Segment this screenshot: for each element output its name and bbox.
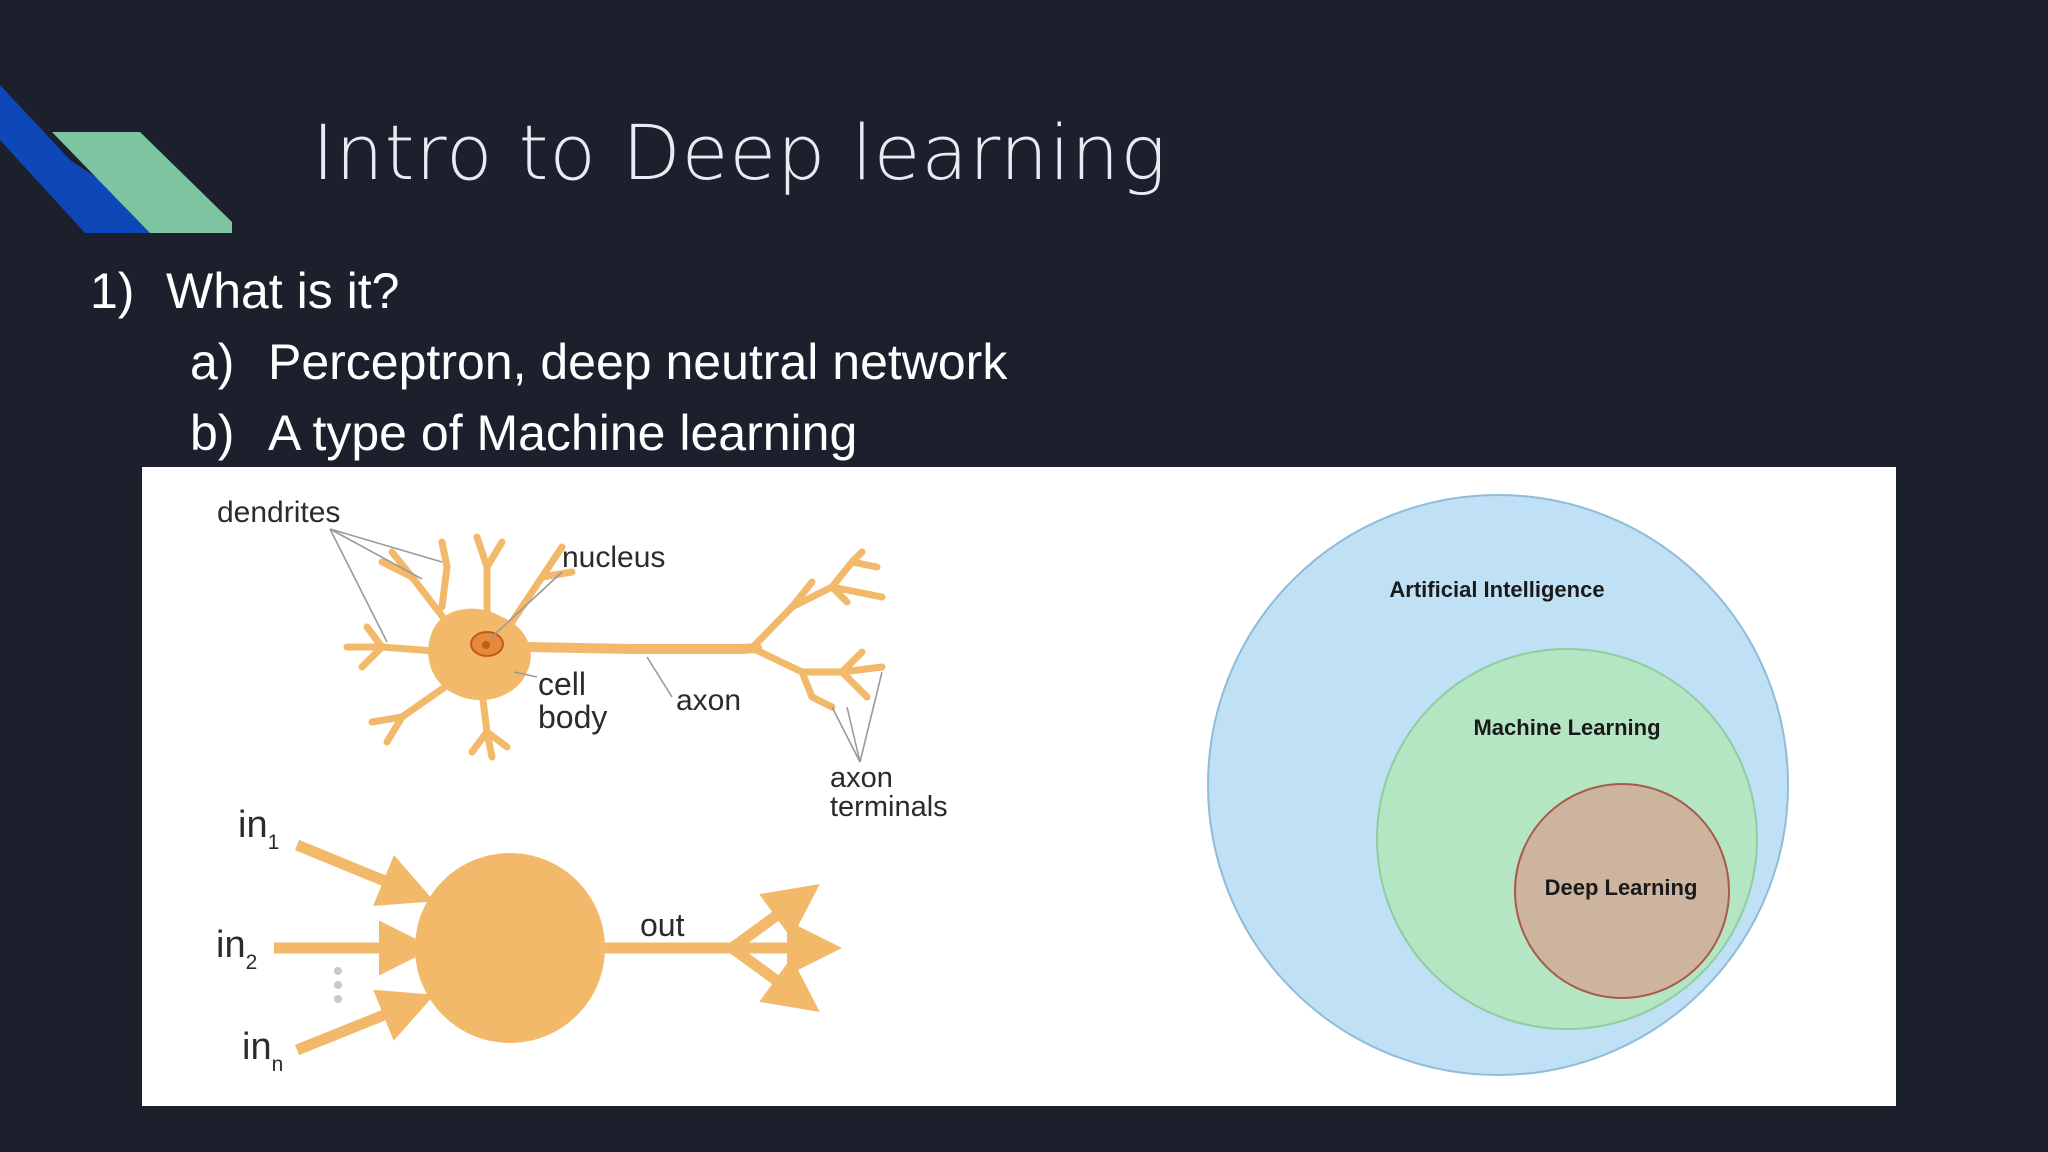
green-stripe bbox=[52, 132, 232, 233]
label-nucleus: nucleus bbox=[562, 541, 665, 574]
label-in-n: inn bbox=[242, 1026, 283, 1076]
circle-deep-learning bbox=[1514, 783, 1730, 999]
figure-svg: dendrites nucleus cell body axon axon te… bbox=[216, 494, 1789, 1076]
neuron-leader-lines bbox=[329, 528, 883, 763]
output-arrow-down bbox=[728, 943, 820, 1012]
input-arrow-n bbox=[294, 989, 435, 1056]
label-out: out bbox=[640, 907, 685, 943]
label-in-1: in1 bbox=[238, 804, 279, 854]
perceptron-node bbox=[415, 853, 605, 1043]
label-artificial-intelligence: Artificial Intelligence bbox=[1389, 577, 1604, 602]
bullet-b-text: A type of Machine learning bbox=[268, 405, 858, 461]
bullet-1-number: 1) bbox=[90, 263, 135, 319]
corner-decoration bbox=[0, 85, 232, 233]
bullet-b-number: b) bbox=[190, 405, 235, 461]
label-axon: axon bbox=[676, 684, 741, 717]
ai-venn-diagram: Artificial Intelligence Machine Learning… bbox=[1207, 494, 1789, 1076]
label-in-2: in2 bbox=[216, 924, 257, 974]
label-axon-terminals-line1: axon bbox=[830, 762, 893, 794]
label-cell-body-line2: body bbox=[538, 699, 607, 735]
label-machine-learning: Machine Learning bbox=[1473, 715, 1660, 740]
blue-stripe bbox=[0, 85, 180, 233]
dendrites-shape bbox=[343, 533, 576, 761]
label-cell-body-line1: cell bbox=[538, 666, 586, 702]
figure-panel: dendrites nucleus cell body axon axon te… bbox=[142, 467, 1896, 1106]
bullet-a-number: a) bbox=[190, 334, 235, 390]
output-arrow-up bbox=[728, 884, 820, 953]
label-axon-terminals-line2: terminals bbox=[830, 791, 948, 823]
axon-shape bbox=[522, 642, 762, 654]
neuron-diagram bbox=[343, 533, 886, 761]
label-dendrites: dendrites bbox=[217, 496, 340, 529]
label-deep-learning: Deep Learning bbox=[1545, 875, 1698, 900]
perceptron-diagram: in1 in2 inn out bbox=[216, 804, 842, 1076]
ellipsis-dots bbox=[334, 967, 342, 1003]
bullet-a-text: Perceptron, deep neutral network bbox=[268, 334, 1008, 390]
axon-terminals-shape bbox=[748, 548, 886, 711]
slide-title: Intro to Deep learning bbox=[312, 108, 1167, 197]
input-arrow-1 bbox=[294, 839, 435, 906]
bullet-1-text: What is it? bbox=[166, 263, 400, 319]
